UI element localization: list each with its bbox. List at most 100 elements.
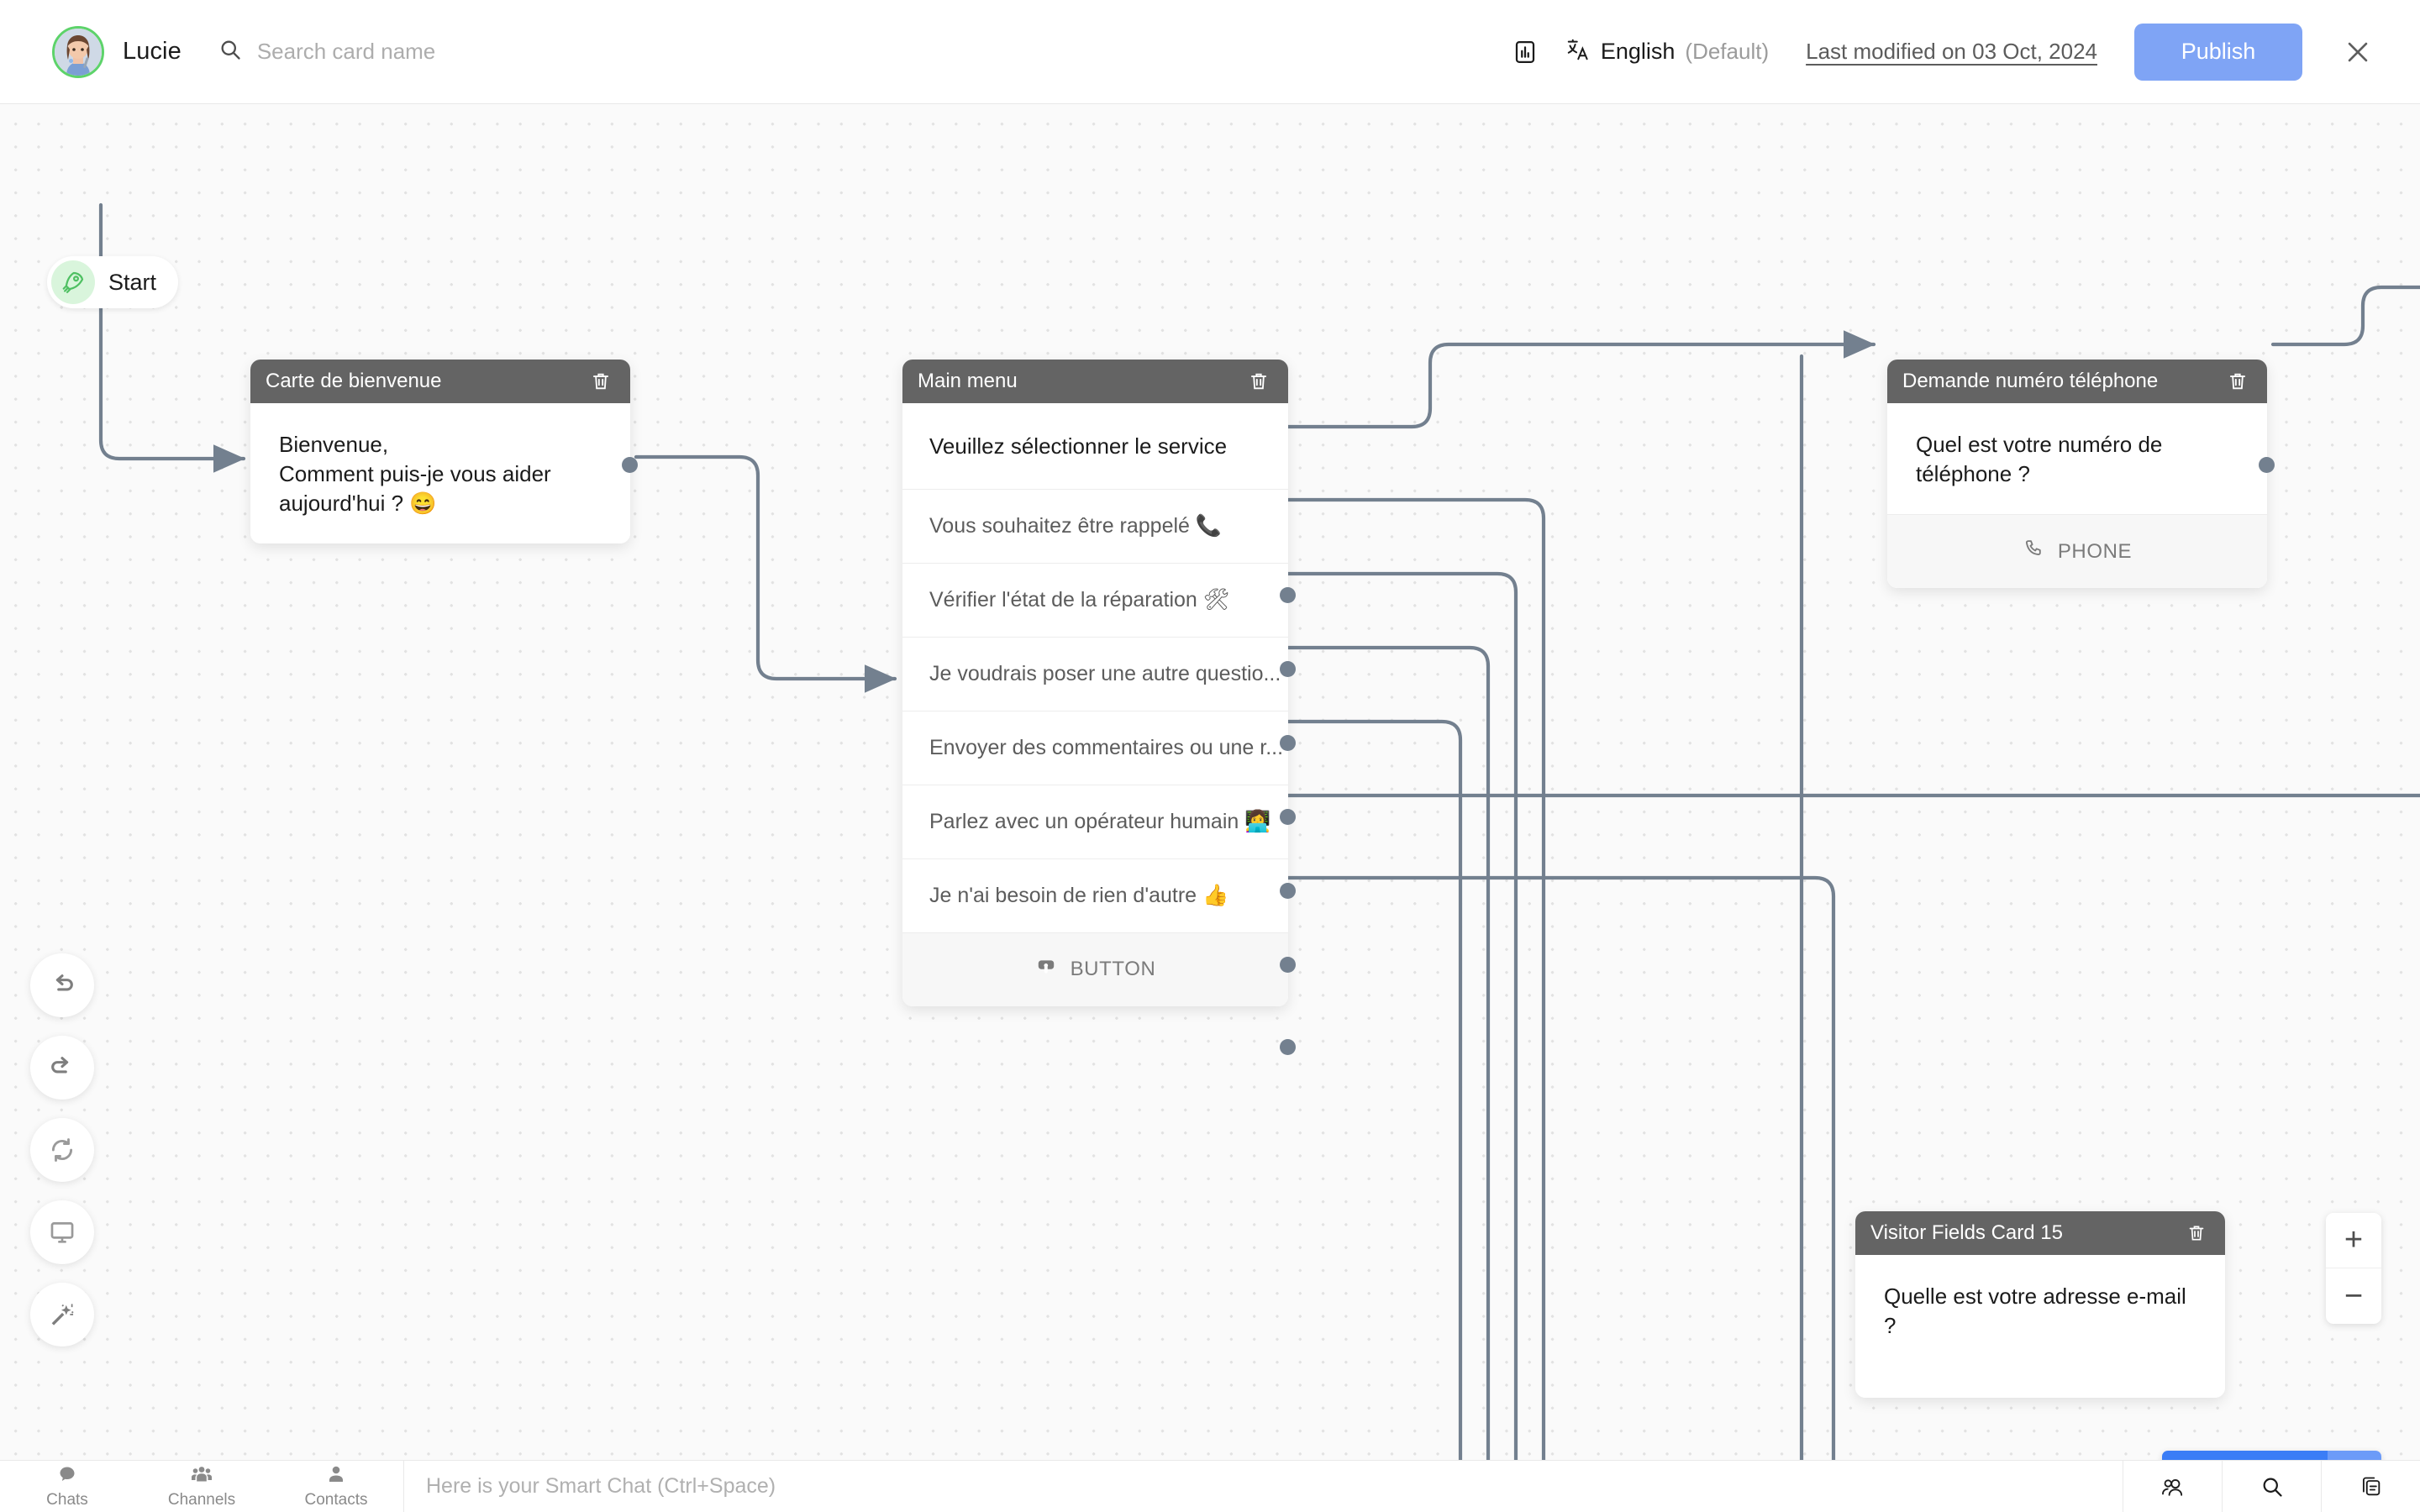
- bottom-item-channels[interactable]: Channels: [134, 1461, 269, 1512]
- menu-option-row[interactable]: Parlez avec un opérateur humain 👩‍💻: [902, 784, 1288, 858]
- trash-icon[interactable]: [2186, 1223, 2207, 1243]
- chart-bar-icon[interactable]: [1502, 29, 1549, 76]
- card-header: Carte de bienvenue: [250, 360, 630, 403]
- test-your-bot: Test your bot: [2162, 1451, 2381, 1460]
- avatar-image: [55, 28, 102, 76]
- edge-opt1-to-phone: [1286, 330, 1876, 429]
- search-box[interactable]: Search card name: [218, 27, 435, 77]
- redo-icon[interactable]: [30, 1036, 94, 1100]
- edge-button-footer: [1286, 875, 1836, 1460]
- card-output-port[interactable]: [622, 457, 638, 473]
- card-main-menu[interactable]: Main menu Veuillez sélectionner le servi…: [902, 360, 1296, 1055]
- smart-chat-input[interactable]: Here is your Smart Chat (Ctrl+Space): [426, 1474, 776, 1498]
- start-node[interactable]: Start: [47, 256, 179, 308]
- rocket-icon: [51, 260, 95, 304]
- screen-icon[interactable]: [30, 1200, 94, 1264]
- menu-option-row[interactable]: Je voudrais poser une autre questio...: [902, 636, 1288, 711]
- menu-option-row[interactable]: Vous souhaitez être rappelé 📞: [902, 488, 1288, 563]
- top-bar: Lucie Search card name En: [0, 0, 2420, 104]
- search-icon[interactable]: [2222, 1461, 2321, 1512]
- bottom-item-chats[interactable]: Chats: [0, 1461, 134, 1512]
- card-message: Bienvenue, Comment puis-je vous aider au…: [279, 432, 551, 517]
- card-title: Carte de bienvenue: [266, 370, 442, 392]
- card-demande-numero-telephone[interactable]: Demande numéro téléphone Quel est votre …: [1887, 360, 2275, 589]
- trash-icon[interactable]: [1248, 370, 1270, 392]
- trash-icon[interactable]: [590, 370, 612, 392]
- card-title: Demande numéro téléphone: [1902, 370, 2159, 392]
- card-footer-label: BUTTON: [1070, 958, 1156, 981]
- edge-opt2: [1286, 497, 1546, 1460]
- bottom-item-label: Contacts: [304, 1490, 368, 1509]
- card-carte-de-bienvenue[interactable]: Carte de bienvenue Bienvenue, Comment pu…: [250, 360, 638, 544]
- chat-bubble-icon: [57, 1464, 77, 1489]
- bottom-item-label: Channels: [167, 1490, 236, 1509]
- card-header: Visitor Fields Card 15: [1855, 1211, 2225, 1255]
- refresh-icon[interactable]: [30, 1118, 94, 1182]
- card-header: Demande numéro téléphone: [1887, 360, 2267, 403]
- card-message: Quelle est votre adresse e-mail ?: [1884, 1284, 2186, 1339]
- option-port-3[interactable]: [1280, 735, 1296, 751]
- menu-option-row[interactable]: Je n'ai besoin de rien d'autre 👍: [902, 858, 1288, 932]
- flow-canvas[interactable]: Start Carte de bienvenue Bienvenue, Comm…: [0, 104, 2420, 1460]
- language-default-badge: (Default): [1685, 39, 1770, 64]
- undo-icon[interactable]: [30, 953, 94, 1017]
- card-body: Veuillez sélectionner le service Vous so…: [902, 403, 1288, 1006]
- copy-cards-icon[interactable]: [2321, 1461, 2420, 1512]
- language-name: English: [1600, 39, 1676, 64]
- edge-opt5: [1286, 719, 1463, 1460]
- bottom-item-label: Chats: [46, 1490, 88, 1509]
- bottom-bar: Chats Channels Contacts Here is your Sma…: [0, 1460, 2420, 1512]
- zoom-in-button[interactable]: +: [2326, 1213, 2381, 1268]
- brand-name: Lucie: [123, 38, 182, 65]
- card-footer-button[interactable]: BUTTON: [902, 932, 1288, 1006]
- edge-phone-out: [2270, 285, 2420, 347]
- card-header: Main menu: [902, 360, 1288, 403]
- trash-icon[interactable]: [2227, 370, 2249, 392]
- zoom-controls: + −: [2326, 1213, 2381, 1324]
- search-input[interactable]: Search card name: [256, 39, 436, 64]
- divider: [403, 1461, 404, 1512]
- footer-output-port[interactable]: [1280, 1039, 1296, 1055]
- bottom-bar-right: [2123, 1461, 2420, 1512]
- avatar[interactable]: [52, 25, 104, 78]
- edge-start-to-welcome: [98, 202, 246, 473]
- canvas-tools: [30, 953, 94, 1347]
- card-body: Bienvenue, Comment puis-je vous aider au…: [250, 403, 630, 544]
- channels-group-icon: [191, 1464, 213, 1489]
- language-selector[interactable]: English (Default): [1565, 37, 1769, 66]
- card-output-port[interactable]: [2259, 457, 2275, 473]
- edge-opt3: [1286, 571, 1518, 1460]
- bottom-item-contacts[interactable]: Contacts: [269, 1461, 403, 1512]
- card-prompt: Veuillez sélectionner le service: [929, 433, 1228, 459]
- zoom-out-button[interactable]: −: [2344, 1278, 2364, 1314]
- option-port-4[interactable]: [1280, 809, 1296, 825]
- contact-person-icon: [327, 1464, 345, 1489]
- option-port-5[interactable]: [1280, 883, 1296, 899]
- option-port-2[interactable]: [1280, 661, 1296, 677]
- button-tap-icon: [1035, 956, 1057, 984]
- card-title: Visitor Fields Card 15: [1870, 1221, 2063, 1244]
- menu-option-row[interactable]: Envoyer des commentaires ou une r...: [902, 710, 1288, 785]
- top-bar-actions: English (Default) Last modified on 03 Oc…: [1502, 23, 2380, 81]
- option-port-6[interactable]: [1280, 957, 1296, 973]
- test-your-bot-button[interactable]: Test your bot: [2162, 1451, 2328, 1460]
- magic-wand-icon[interactable]: [30, 1283, 94, 1347]
- card-title: Main menu: [918, 370, 1018, 392]
- people-icon[interactable]: [2123, 1461, 2222, 1512]
- card-footer-phone[interactable]: PHONE: [1887, 514, 2267, 589]
- start-label: Start: [108, 269, 157, 295]
- card-visitor-fields-15[interactable]: Visitor Fields Card 15 Quelle est votre …: [1855, 1211, 2225, 1398]
- close-icon[interactable]: [2336, 30, 2380, 74]
- card-footer-label: PHONE: [2057, 539, 2133, 563]
- publish-button[interactable]: Publish: [2134, 23, 2302, 81]
- card-message: Quel est votre numéro de téléphone ?: [1916, 432, 2163, 487]
- edge-layer: [98, 202, 2420, 1460]
- eye-icon[interactable]: [2328, 1451, 2381, 1460]
- phone-icon: [2023, 538, 2044, 565]
- option-port-1[interactable]: [1280, 587, 1296, 603]
- search-icon: [218, 38, 242, 66]
- last-modified-link[interactable]: Last modified on 03 Oct, 2024: [1806, 39, 2097, 64]
- menu-option-row[interactable]: Vérifier l'état de la réparation 🛠: [902, 562, 1288, 637]
- card-body: Quelle est votre adresse e-mail ?: [1855, 1255, 2225, 1398]
- translate-icon: [1565, 37, 1591, 66]
